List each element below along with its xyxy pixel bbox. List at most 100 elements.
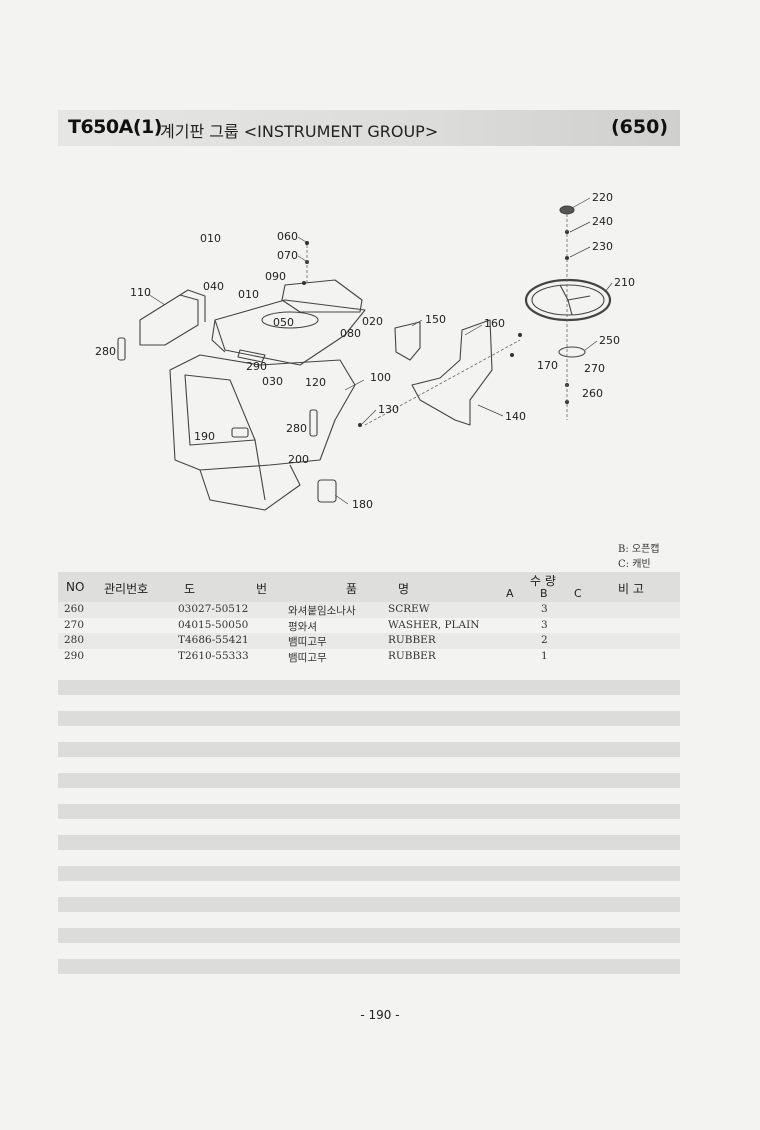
- callout-220: 220: [592, 191, 613, 204]
- callout-140: 140: [505, 410, 526, 423]
- table-row: 260 03027-50512 와셔붙임소나사 SCREW 3: [58, 602, 680, 618]
- screw-130-dot: [358, 423, 362, 427]
- assembly-axis-line: [364, 339, 521, 426]
- row-no: 280: [64, 634, 85, 646]
- callout-200: 200: [288, 453, 309, 466]
- callout-010: 010: [238, 288, 259, 301]
- nut-090-dot: [302, 281, 306, 285]
- col-name-2: 명: [398, 582, 410, 596]
- callout-080: 080: [340, 327, 361, 340]
- steering-wheel-210-shape: [524, 278, 612, 322]
- row-part-number: T4686-55421: [178, 634, 249, 646]
- callout-290: 290: [246, 360, 267, 373]
- page-code: (650): [610, 116, 668, 138]
- row-part-number: T2610-55333: [178, 649, 249, 662]
- dash-body-shape: [169, 354, 356, 471]
- column-cover-140-shape: [411, 319, 493, 426]
- callout-160: 160: [484, 317, 505, 330]
- legend-b: B: 오픈캡: [618, 544, 660, 555]
- callout-040: 040: [203, 280, 224, 293]
- col-remarks: 비 고: [618, 582, 644, 596]
- col-drawing-2: 번: [256, 582, 268, 596]
- callout-010-top: 010: [200, 232, 221, 245]
- leader-250: [584, 340, 598, 351]
- page-number: - 190 -: [360, 1008, 400, 1022]
- empty-row-band: [58, 711, 680, 726]
- steering-wheel-inner-shape: [531, 284, 605, 316]
- leader-060: [297, 236, 307, 243]
- callout-100: 100: [370, 371, 391, 384]
- row-qty-b: 2: [541, 634, 548, 646]
- col-mgmt: 관리번호: [104, 582, 149, 596]
- top-plate-020-shape: [281, 279, 363, 313]
- row-english-name: RUBBER: [388, 634, 436, 646]
- row-qty-b: 1: [541, 649, 548, 662]
- col-qty-b: B: [540, 587, 548, 600]
- callout-050: 050: [273, 316, 294, 329]
- table-row: 290 T2610-55333 뱀띠고무 RUBBER 1: [58, 649, 680, 665]
- row-part-number: 03027-50512: [178, 603, 249, 615]
- empty-row-band: [58, 866, 680, 881]
- table-row: 280 T4686-55421 뱀띠고무 RUBBER 2: [58, 633, 680, 649]
- col-no: NO: [66, 580, 85, 594]
- callout-070: 070: [277, 249, 298, 262]
- callout-270: 270: [584, 362, 605, 375]
- page-header: T650A(1) 계기판 그룹 <INSTRUMENT GROUP> (650): [58, 110, 680, 146]
- empty-row-band: [58, 742, 680, 757]
- parts-table-body: 260 03027-50512 와셔붙임소나사 SCREW 3 270 0401…: [58, 602, 680, 664]
- callout-170: 170: [537, 359, 558, 372]
- parts-table-header: NO 관리번호 도 번 품 명 수 량 A B C 비 고: [58, 572, 680, 602]
- col-qty: 수 량: [530, 574, 556, 588]
- col-qty-a: A: [506, 587, 514, 600]
- leader-110: [147, 293, 166, 306]
- callout-090: 090: [265, 270, 286, 283]
- leader-230: [569, 246, 591, 258]
- washer-230-dot: [565, 256, 569, 260]
- leader-220: [571, 197, 591, 209]
- callout-110: 110: [130, 286, 151, 299]
- cap-220-shape: [559, 205, 575, 215]
- legend-c: C: 캐빈: [618, 559, 651, 570]
- table-row: 270 04015-50050 평와셔 WASHER, PLAIN 3: [58, 618, 680, 634]
- empty-row-band: [58, 897, 680, 912]
- group-title: 계기판 그룹 <INSTRUMENT GROUP>: [160, 122, 439, 141]
- rubber-280-right-shape: [309, 409, 318, 437]
- bracket-110-edge: [179, 289, 206, 322]
- empty-row-band: [58, 835, 680, 850]
- row-korean-name: 평와셔: [288, 620, 317, 633]
- callout-250: 250: [599, 334, 620, 347]
- cover-150-shape: [394, 321, 421, 361]
- callout-260: 260: [582, 387, 603, 400]
- callout-120: 120: [305, 376, 326, 389]
- row-english-name: RUBBER: [388, 649, 436, 662]
- row-no: 260: [64, 603, 85, 615]
- dash-divider: [254, 439, 266, 501]
- row-qty-b: 3: [541, 603, 548, 615]
- row-no: 270: [64, 618, 85, 631]
- empty-row-band: [58, 804, 680, 819]
- empty-row-band: [58, 928, 680, 943]
- leader-180: [334, 494, 349, 505]
- screw-160-dot: [518, 333, 522, 337]
- col-drawing-1: 도: [184, 582, 196, 596]
- row-english-name: SCREW: [388, 603, 430, 615]
- row-part-number: 04015-50050: [178, 618, 249, 631]
- row-qty-b: 3: [541, 618, 548, 631]
- col-name-1: 품: [346, 582, 358, 596]
- exploded-parts-diagram: 010 060 070 090 040 010 110 050 020 080 …: [95, 191, 635, 511]
- callout-020: 020: [362, 315, 383, 328]
- empty-row-band: [58, 773, 680, 788]
- switch-190-shape: [231, 427, 249, 438]
- bracket-110-shape: [139, 294, 199, 346]
- leader-210: [604, 282, 613, 293]
- boot-250-shape: [558, 346, 586, 358]
- panel-cover-side: [211, 319, 226, 353]
- row-english-name: WASHER, PLAIN: [388, 618, 480, 631]
- callout-210: 210: [614, 276, 635, 289]
- leader-160: [464, 324, 483, 336]
- callout-130: 130: [378, 403, 399, 416]
- model-code: T650A(1): [68, 116, 162, 138]
- leader-070: [297, 255, 307, 262]
- leader-130: [361, 409, 377, 425]
- callout-190: 190: [194, 430, 215, 443]
